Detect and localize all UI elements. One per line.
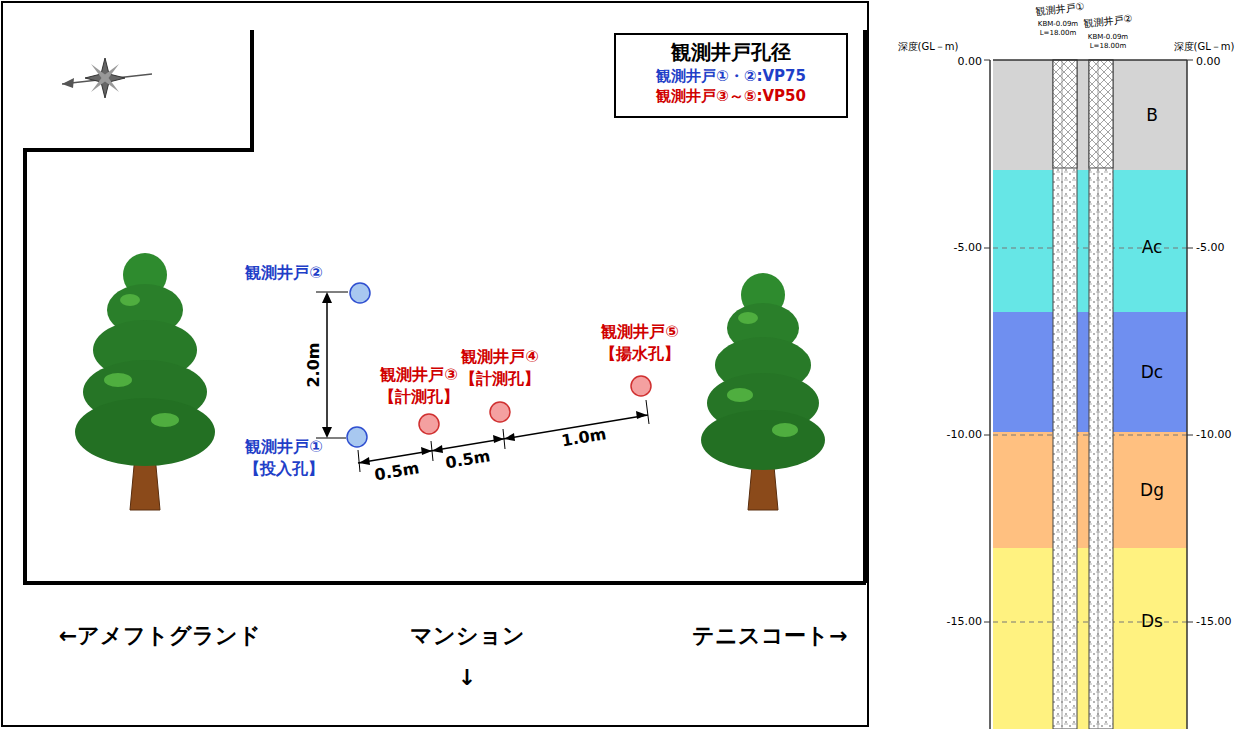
well-role: 【計測孔】: [460, 368, 540, 390]
layer-name: Dg: [1140, 479, 1164, 502]
soil-layer-band: Dc: [993, 312, 1187, 432]
well-name: 観測井戸①: [244, 436, 324, 458]
depth-value: -15.00: [1196, 616, 1231, 629]
depth-value: -10.00: [947, 429, 982, 442]
depth-axis-title: 深度(GL－m): [898, 41, 959, 53]
surroundings-label: マンション: [410, 623, 525, 648]
layer-name: Ac: [1142, 236, 1163, 259]
legend-title: 観測井戸孔径: [624, 39, 838, 66]
surroundings-label: テニスコート→: [692, 623, 847, 648]
depth-value: -5.00: [954, 242, 982, 255]
well-label: 観測井戸①【投入孔】: [244, 436, 324, 479]
compass: [62, 58, 152, 98]
soil-layer-band: Ac: [993, 170, 1187, 312]
depth-axis-title: 深度(GL－m): [1174, 41, 1235, 53]
depth-value: 0.00: [1196, 56, 1221, 69]
borehole-header: 観測井戸①: [1035, 1, 1085, 18]
legend-box: 観測井戸孔径観測井戸①・②:VP75観測井戸③～⑤:VP50: [614, 33, 848, 118]
well-label: 観測井戸②: [245, 262, 323, 284]
layer-name: B: [1146, 104, 1158, 127]
borehole-header: L=18.00m: [1040, 29, 1077, 37]
borehole-header: L=18.00m: [1090, 42, 1127, 50]
well-name: 観測井戸③: [379, 364, 459, 386]
borehole-header: KBM-0.09m: [1038, 20, 1078, 28]
legend-line: 観測井戸①・②:VP75: [624, 66, 838, 86]
surroundings-label: ←アメフトグランド: [59, 623, 261, 648]
well-label: 観測井戸③【計測孔】: [379, 364, 459, 407]
borehole-header: KBM-0.09m: [1088, 33, 1128, 41]
depth-value: -5.00: [1196, 242, 1224, 255]
layer-name: Dc: [1141, 361, 1163, 384]
layer-name: Ds: [1141, 610, 1163, 633]
dimension-label: 2.0m: [305, 340, 323, 389]
depth-value: 0.00: [958, 56, 983, 69]
well-role: 【計測孔】: [379, 386, 459, 408]
depth-value: -10.00: [1196, 429, 1231, 442]
soil-layer-band: Ds: [993, 548, 1187, 729]
tree: [75, 253, 215, 510]
well-name: 観測井戸⑤: [600, 321, 680, 343]
dimension-label: 0.5m: [371, 459, 422, 485]
well-name: 観測井戸④: [460, 346, 540, 368]
depth-value: -15.00: [947, 616, 982, 629]
soil-layer-band: Dg: [993, 432, 1187, 548]
tree: [701, 273, 825, 510]
legend-line: 観測井戸③～⑤:VP50: [624, 86, 838, 106]
well-role: 【揚水孔】: [600, 343, 680, 365]
well-label: 観測井戸⑤【揚水孔】: [600, 321, 680, 364]
surroundings-label: ↓: [458, 665, 476, 690]
soil-layer-band: B: [993, 60, 1187, 170]
dimension-label: 0.5m: [442, 447, 493, 473]
well-label: 観測井戸④【計測孔】: [460, 346, 540, 389]
well-role: 【投入孔】: [244, 458, 324, 480]
borehole-header: 観測井戸②: [1083, 13, 1133, 30]
well-name: 観測井戸②: [245, 262, 323, 284]
